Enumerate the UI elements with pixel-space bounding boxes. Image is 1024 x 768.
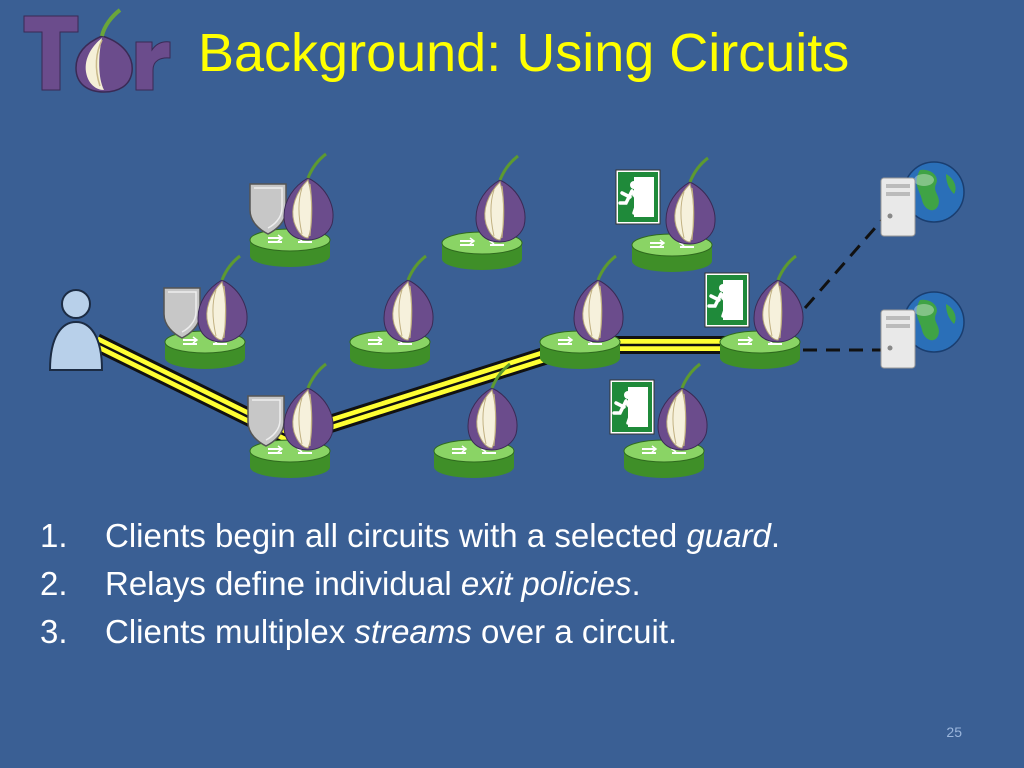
bullet-number: 3.	[40, 613, 68, 650]
bullet-text: Relays define individual	[105, 565, 461, 602]
page-number: 25	[946, 724, 962, 740]
relay-middle-top	[441, 154, 527, 271]
bullet-suffix: .	[631, 565, 641, 602]
bullet-suffix: over a circuit.	[471, 613, 678, 650]
client-icon	[48, 289, 104, 371]
destination-server-lower	[880, 291, 965, 369]
circuit-path	[92, 333, 760, 446]
bullet-item-3: 3. Clients multiplex streams over a circ…	[40, 608, 780, 656]
destination-server-upper	[880, 161, 965, 237]
relay-middle-circuit	[539, 254, 625, 370]
bullet-list: 1. Clients begin all circuits with a sel…	[40, 512, 780, 656]
bullet-item-1: 1. Clients begin all circuits with a sel…	[40, 512, 780, 560]
bullet-emphasis: exit policies	[460, 565, 632, 602]
slide-title: Background: Using Circuits	[198, 23, 850, 83]
bullet-suffix: .	[770, 517, 781, 554]
tor-logo	[23, 8, 171, 93]
bullet-text: Clients begin all circuits with a select…	[105, 517, 687, 554]
stream-link-upper	[803, 219, 884, 309]
bullet-number: 1.	[40, 517, 68, 554]
relay-middle-center	[349, 254, 435, 370]
relay-guard-top	[249, 152, 335, 268]
relay-exit-bottom	[608, 362, 709, 479]
bullet-emphasis: streams	[354, 613, 472, 650]
bullet-text: Clients multiplex	[105, 613, 355, 650]
bullet-number: 2.	[40, 565, 68, 602]
relay-guard-middle	[163, 254, 249, 370]
relay-exit-top	[614, 156, 717, 273]
bullet-emphasis: guard	[686, 517, 771, 554]
bullet-item-2: 2. Relays define individual exit policie…	[40, 560, 780, 608]
logo-onion-icon	[75, 8, 133, 93]
relay-guard-circuit	[247, 362, 335, 479]
